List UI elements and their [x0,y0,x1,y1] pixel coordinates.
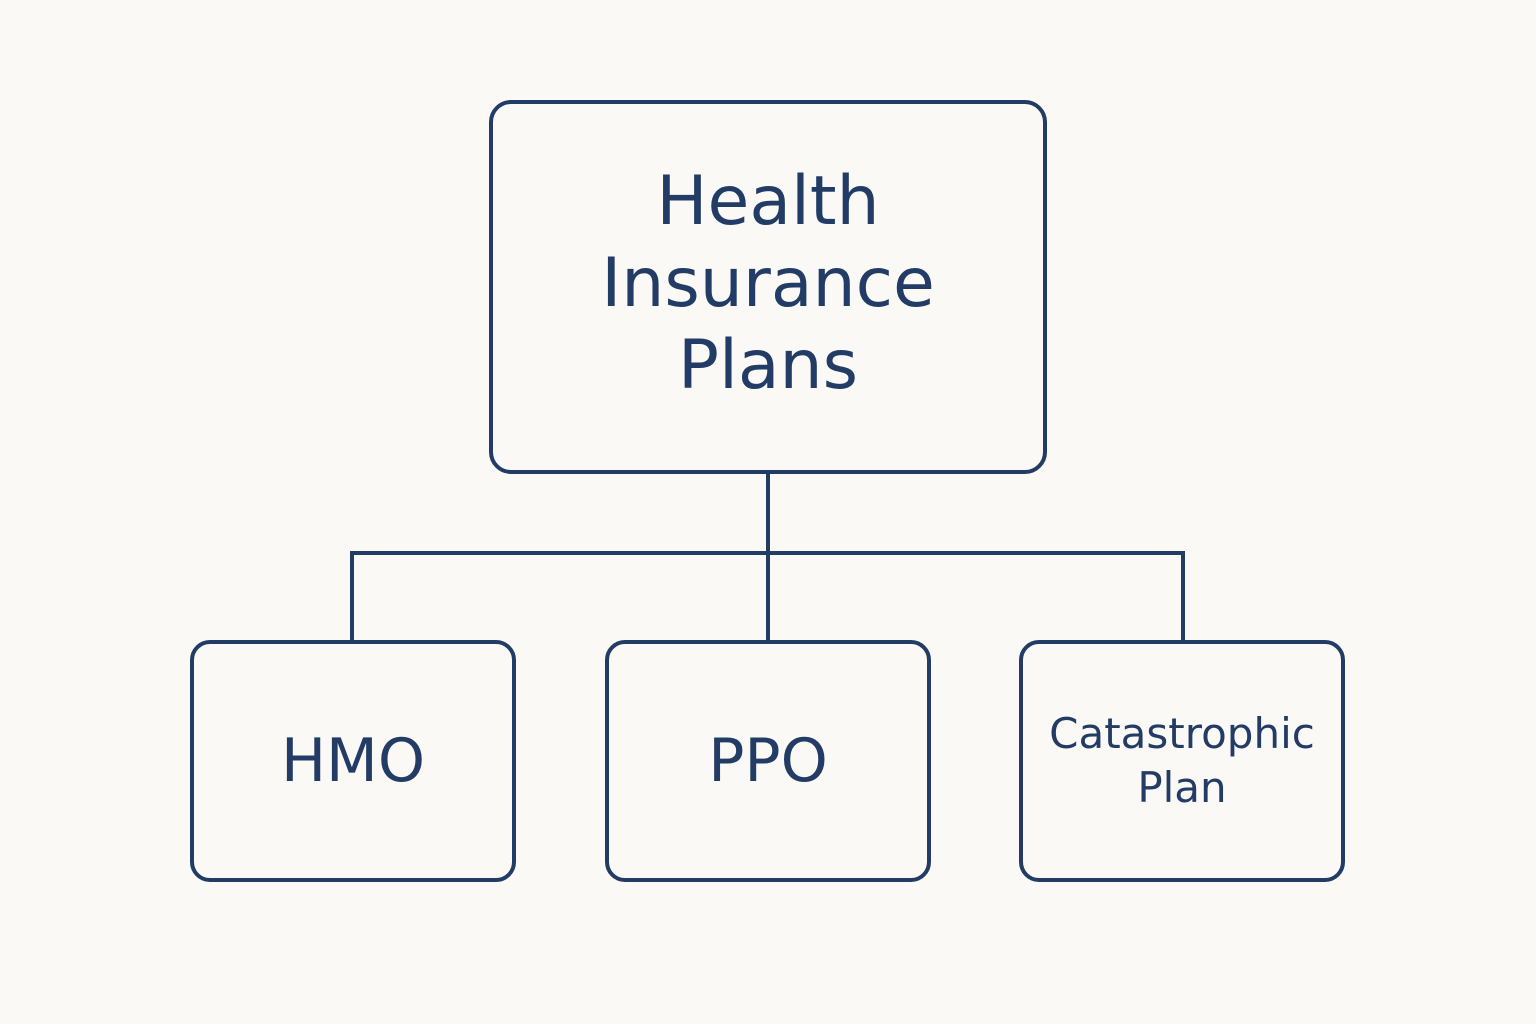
child-node-catastrophic-plan: Catastrophic Plan [1019,640,1345,882]
child-node-label: HMO [281,726,425,796]
ppo-label: PPO [708,726,828,796]
child-node-hmo: HMO [190,640,516,882]
catastrophic-label-line-2: Plan [1137,763,1227,812]
root-node-label: Health Insurance Plans [601,161,935,407]
child-node-label: PPO [708,726,828,796]
child-node-label: Catastrophic Plan [1049,707,1315,815]
hmo-label: HMO [280,726,426,796]
child-node-ppo: PPO [605,640,931,882]
root-node: Health Insurance Plans [489,100,1047,474]
root-label-line-2: Insurance [601,244,935,323]
root-label-line-1: Health [656,162,880,241]
catastrophic-label-line-1: Catastrophic [1049,709,1315,758]
root-label-line-3: Plans [677,326,859,405]
